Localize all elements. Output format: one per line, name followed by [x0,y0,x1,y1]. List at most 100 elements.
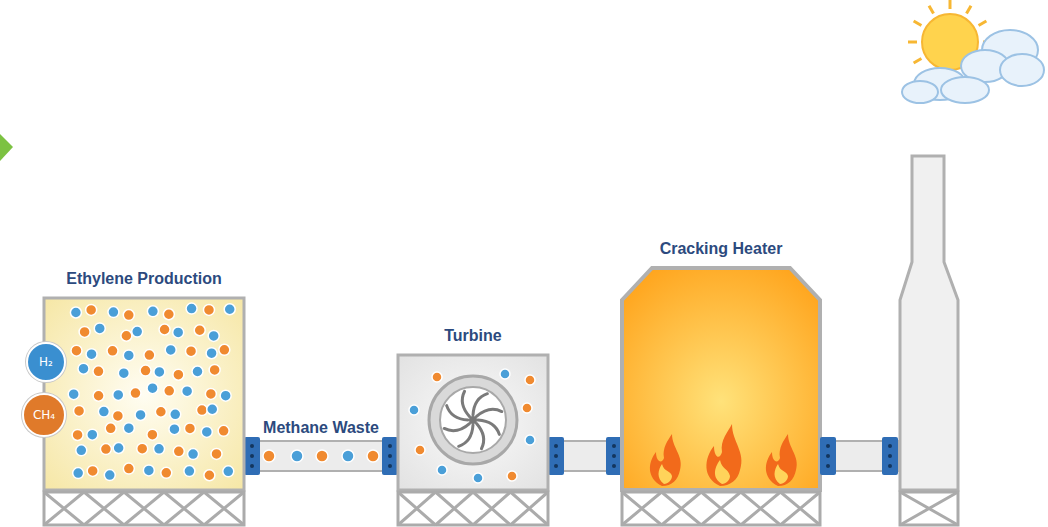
fan-blade [477,409,502,416]
pipe-flange [382,437,398,475]
sun-ray [949,0,952,9]
molecule-dot [161,467,172,478]
leg-brace [622,492,662,525]
sun-ray [914,21,922,26]
leg-brace [204,492,244,525]
molecule-dot [204,470,215,481]
molecule-dot [143,465,154,476]
molecule-dot [140,365,151,376]
leg-brace [662,492,702,525]
molecule-dot [70,307,81,318]
leg-brace [398,492,436,525]
smoke-stack [900,156,958,490]
pipe-flanges [820,437,898,475]
equipment-heading: Turbine [444,327,501,345]
leg-brace [436,492,474,525]
molecule-dot [93,390,104,401]
flange-bolt [388,444,392,448]
heater-furnace [622,268,820,490]
leg-frame [622,492,820,525]
molecule-dot [71,345,82,356]
molecule-dot [188,449,199,460]
molecule-dot [100,444,111,455]
molecule-dot [173,446,184,457]
fan-hub [469,416,477,424]
molecule-dot [184,423,195,434]
flange-bolt [250,454,254,458]
flange-bolt [250,444,254,448]
molecule-dot [220,390,231,401]
molecule-dot [155,406,166,417]
molecule-dot [86,304,97,315]
leg-brace [701,492,741,525]
molecule-dot [165,344,176,355]
molecule-dot [87,465,98,476]
molecule-dot [170,409,181,420]
molecule-dot [159,324,170,335]
molecule-dot [123,423,134,434]
gas-circle: H₂ [26,342,66,382]
sun-ray [979,21,987,26]
flames [650,424,797,486]
turbine-molecules [409,369,535,483]
leg-brace [511,492,549,525]
molecule-dot [107,345,118,356]
molecule-dot [182,386,193,397]
molecule-dot [164,385,175,396]
gas-label: CH₄ [33,408,55,422]
molecule-dot [73,468,84,479]
leg-brace [780,492,820,525]
molecule-dot [196,405,207,416]
molecule-dot [113,389,124,400]
molecule-dot [205,388,216,399]
molecule-dot [87,429,98,440]
molecule-dot [123,310,134,321]
equipment-box: Ethylene ProductionH₂CH₄ [44,298,244,490]
flange-bolt [612,464,616,468]
flange-bolts [826,444,892,468]
flange-bolt [612,454,616,458]
production-tank [44,298,244,490]
molecule-dot [135,409,146,420]
molecule-dot [68,389,79,400]
sun-ray [929,6,934,14]
leg-brace [164,492,204,525]
molecule-dot [147,306,158,317]
flange-bolt [554,464,558,468]
sun-ray [908,41,917,44]
flange-bolt [388,454,392,458]
molecule-dot [218,425,229,436]
pipe-flange [244,437,260,475]
molecule-dot [173,369,184,380]
molecule-dot [74,405,85,416]
molecule-dot [186,303,197,314]
support-legs [44,492,958,525]
gas-label: H₂ [39,355,53,369]
equipment-box: Cracking Heater [622,268,820,490]
molecule-dot [86,349,97,360]
leg-brace [473,492,511,525]
pipe-flange [548,437,564,475]
molecule-dot [123,350,134,361]
molecule-dot [121,330,132,341]
molecule-dot [192,366,203,377]
molecule-dot [206,348,217,359]
molecule-dot [108,307,119,318]
molecule-dot [208,330,219,341]
pipe-connector [548,437,622,475]
molecule-dot [147,429,158,440]
fan-face [440,387,506,453]
molecule-dot [207,404,218,415]
flange-bolt [388,464,392,468]
molecule-dot [104,470,115,481]
fan-blade [477,424,484,449]
molecule-dot [194,325,205,336]
turbine-housing [398,355,548,490]
molecule-dot [94,323,105,334]
cloud [902,30,1044,103]
molecule-dot [219,344,230,355]
molecule-dots [68,303,235,481]
molecule-dot [154,366,165,377]
